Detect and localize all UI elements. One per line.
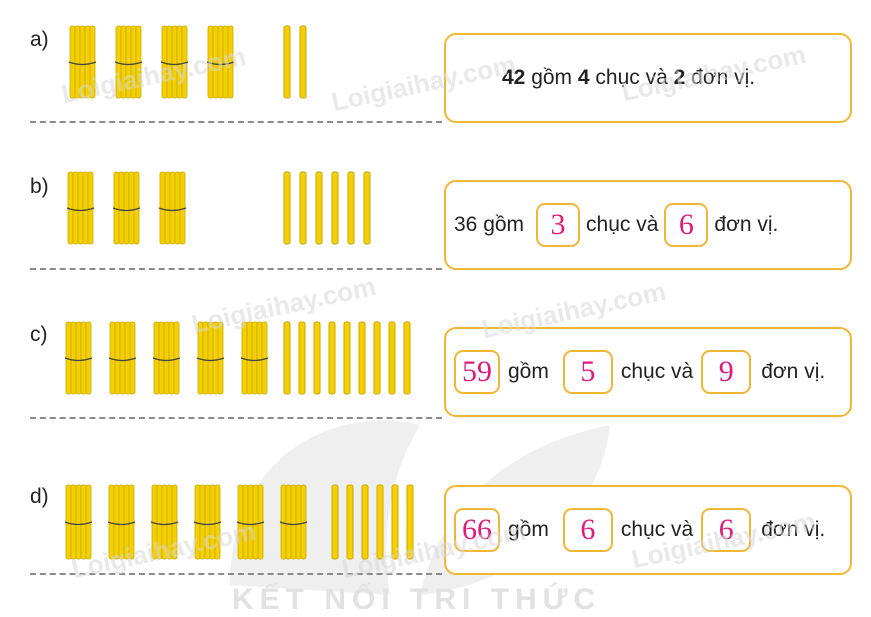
dashed-divider	[30, 417, 442, 419]
dashed-divider	[30, 268, 442, 270]
text-don-vi: đơn vị.	[714, 213, 779, 236]
number-value: 42	[502, 66, 526, 89]
text-don-vi: đơn vị.	[761, 360, 826, 383]
exercise-row-b: b) 36 gồm 3 chục và 6 đơn vị.	[0, 150, 871, 300]
row-label: b)	[30, 175, 49, 198]
single-stick	[313, 321, 321, 395]
number-answer[interactable]: 59	[454, 350, 500, 394]
text-don-vi: đơn vị.	[761, 518, 826, 541]
single-stick	[315, 171, 323, 245]
ten-stick-bundle	[107, 484, 136, 560]
single-stick	[299, 25, 307, 99]
row-label: c)	[30, 323, 48, 346]
single-stick	[328, 321, 336, 395]
ten-stick-bundle	[68, 25, 97, 99]
text-chuc-va: chục và	[586, 213, 659, 236]
ten-stick-bundle	[236, 484, 265, 560]
exercise-row-d: d) 66 gồm 6 chục và 6 đơn vị.	[0, 453, 871, 603]
tens-value: 4	[577, 66, 590, 89]
single-stick	[331, 171, 339, 245]
ten-stick-bundle	[64, 484, 93, 560]
answer-box: 36 gồm 3 chục và 6 đơn vị.	[444, 180, 852, 270]
number-answer[interactable]: 66	[454, 508, 500, 552]
single-stick	[346, 484, 354, 560]
single-stick	[299, 171, 307, 245]
dashed-divider	[30, 573, 442, 575]
stick-bundles	[68, 25, 307, 99]
ten-stick-bundle	[112, 171, 141, 245]
single-stick	[376, 484, 384, 560]
ones-value: 2	[673, 66, 686, 89]
ten-stick-bundle	[206, 25, 235, 99]
ones-answer[interactable]: 6	[664, 203, 709, 247]
answer-box: 66 gồm 6 chục và 6 đơn vị.	[444, 485, 852, 575]
ten-stick-bundle	[108, 321, 137, 395]
single-stick	[358, 321, 366, 395]
ten-stick-bundle	[279, 484, 308, 560]
ten-stick-bundle	[150, 484, 179, 560]
single-stick	[388, 321, 396, 395]
tens-answer[interactable]: 5	[562, 350, 613, 394]
single-stick	[283, 171, 291, 245]
ten-stick-bundle	[158, 171, 187, 245]
text-gom: gồm	[525, 66, 578, 89]
stick-bundles	[66, 171, 371, 245]
ten-stick-bundle	[193, 484, 222, 560]
ten-stick-bundle	[196, 321, 225, 395]
single-stick	[373, 321, 381, 395]
single-stick	[343, 321, 351, 395]
ones-answer[interactable]: 9	[701, 350, 752, 394]
single-stick	[391, 484, 399, 560]
single-stick	[347, 171, 355, 245]
exercise-row-c: c) 59 gồm 5 chục và 9 đơn vị.	[0, 300, 871, 450]
row-label: a)	[30, 28, 49, 51]
single-stick	[283, 321, 291, 395]
single-stick	[406, 484, 414, 560]
tens-answer[interactable]: 6	[562, 508, 613, 552]
single-stick	[331, 484, 339, 560]
row-label: d)	[30, 485, 49, 508]
single-stick	[361, 484, 369, 560]
stick-bundles	[64, 484, 414, 560]
answer-box: 42 gồm 4 chục và 2 đơn vị.	[444, 33, 852, 123]
stick-bundles	[64, 321, 411, 395]
text-chuc-va: chục và	[620, 518, 694, 541]
ten-stick-bundle	[66, 171, 95, 245]
dashed-divider	[30, 121, 442, 123]
text-gom: gồm	[508, 518, 549, 541]
number-value: 36	[454, 213, 478, 236]
single-stick	[283, 25, 291, 99]
tens-answer[interactable]: 3	[536, 203, 581, 247]
ten-stick-bundle	[152, 321, 181, 395]
text-gom: gồm	[477, 213, 525, 236]
single-stick	[403, 321, 411, 395]
text-gom: gồm	[508, 360, 549, 383]
ten-stick-bundle	[240, 321, 269, 395]
ten-stick-bundle	[114, 25, 143, 99]
text-chuc-va: chục và	[589, 66, 674, 89]
ones-answer[interactable]: 6	[701, 508, 752, 552]
single-stick	[298, 321, 306, 395]
ten-stick-bundle	[160, 25, 189, 99]
footer-watermark: KẾT NỐI TRI THỨC	[232, 583, 602, 616]
single-stick	[363, 171, 371, 245]
text-don-vi: đơn vị.	[685, 66, 756, 89]
answer-box: 59 gồm 5 chục và 9 đơn vị.	[444, 327, 852, 417]
text-chuc-va: chục và	[620, 360, 694, 383]
ten-stick-bundle	[64, 321, 93, 395]
exercise-row-a: a) 42 gồm 4 chục và 2 đơn vị.	[0, 0, 871, 150]
